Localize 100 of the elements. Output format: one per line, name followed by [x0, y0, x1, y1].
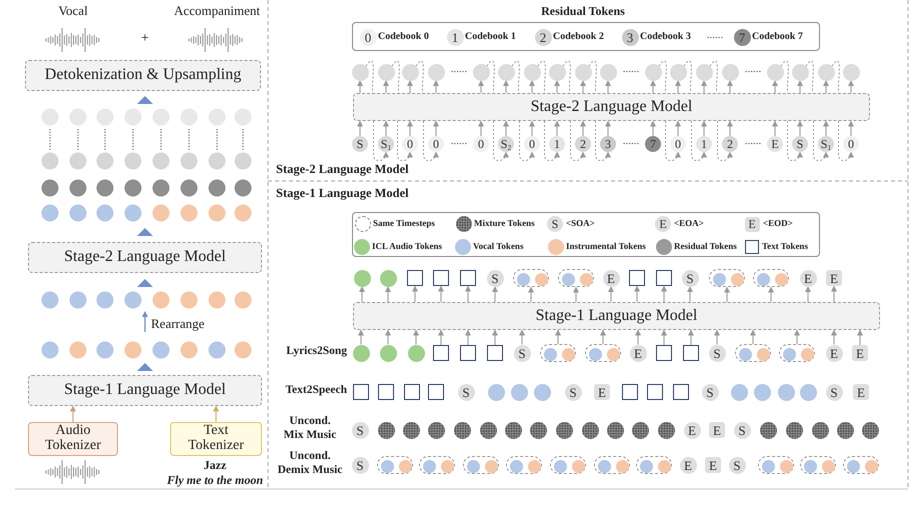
mixture-token [632, 422, 648, 438]
instrumental-token [780, 460, 792, 472]
arrow [357, 80, 363, 94]
text-token [353, 384, 369, 400]
text-token [629, 270, 645, 286]
mixture-token [378, 422, 394, 438]
dotted-arrow [595, 120, 610, 162]
arrow [687, 286, 693, 302]
mixture-token [428, 422, 444, 438]
model-box: Stage-2 Language Model [353, 93, 870, 121]
same-timestep-capsule [377, 456, 413, 474]
arrow [519, 330, 525, 345]
legend-text: ICL Audio Tokens [372, 242, 442, 252]
residual-token [842, 64, 860, 80]
dotted-arrow [423, 120, 438, 162]
vocal-token [510, 384, 528, 400]
dotted-arrow [493, 120, 508, 162]
mixture-token [658, 422, 674, 438]
vocal-token [762, 460, 774, 472]
vocal-token [534, 384, 550, 400]
arrow [688, 330, 694, 346]
mixture-token [504, 422, 522, 438]
mixture-token [836, 422, 854, 438]
start-token: S [514, 344, 530, 362]
instrumental-token [528, 460, 540, 472]
start-token: S [682, 270, 698, 286]
residual-token [524, 64, 540, 80]
mixture-token [606, 422, 624, 438]
arrow [357, 120, 363, 136]
end-token: E [594, 384, 610, 400]
residual-token [722, 64, 738, 80]
residual-token: 0 [670, 136, 686, 152]
arrow [768, 286, 774, 302]
residual-token: 0 [473, 136, 489, 152]
text-token [404, 384, 420, 400]
same-timestep-capsule [636, 456, 672, 474]
arrow [438, 286, 444, 302]
arrow [794, 330, 800, 344]
arrow [213, 406, 219, 422]
legend-text: Vocal Tokens [473, 242, 524, 252]
same-timestep-capsule [513, 269, 549, 287]
residual-token [498, 64, 514, 80]
arrow [433, 80, 439, 94]
track-label: Accompaniment [173, 3, 261, 19]
task-label: Uncond. Mix Music [282, 415, 338, 443]
dotted-arrow [397, 120, 412, 162]
instrumental-token [730, 272, 744, 286]
vocal-token [562, 272, 574, 286]
start-token: S [352, 422, 368, 438]
arrow [608, 286, 614, 302]
residual-token: 0 [843, 136, 859, 152]
vocal-token [422, 460, 436, 472]
legend-text: Codebook 7 [752, 32, 803, 42]
arrow [848, 80, 854, 94]
task-label: Text2Speech [284, 384, 347, 398]
arrow [580, 80, 586, 94]
text-token [433, 270, 449, 286]
arrow [831, 330, 837, 345]
arrow [635, 330, 641, 345]
arrow [675, 120, 681, 136]
vocal-token [516, 272, 530, 286]
arrow [701, 120, 707, 136]
arrow [714, 330, 720, 345]
legend-text: Residual Tokens [674, 242, 737, 252]
arrow [857, 330, 863, 346]
residual-token [792, 64, 808, 80]
section-title: Stage-2 Language Model [276, 162, 410, 177]
ellipsis: ...... [622, 135, 640, 148]
start-token: S [702, 384, 718, 400]
vocal-token [804, 460, 816, 472]
legend-text: <SOA> [566, 219, 595, 228]
text-token [647, 384, 663, 400]
dotted-arrow [570, 120, 586, 162]
instrumental-token [658, 460, 670, 472]
arrow [661, 330, 667, 346]
legend-text: Codebook 0 [378, 32, 429, 42]
ellipsis: ...... [744, 63, 762, 76]
arrow [724, 286, 730, 302]
residual-token: 7 [645, 136, 661, 152]
arrow [478, 80, 484, 94]
vocal-token [738, 348, 752, 360]
same-timestep-capsule [550, 456, 586, 474]
mixture-token [454, 422, 470, 438]
legend-text: Same Timesteps [373, 219, 435, 228]
arrow [413, 330, 419, 345]
text-token [487, 345, 503, 361]
legend-text: Codebook 2 [553, 32, 604, 42]
mixture-token [530, 422, 546, 438]
vocal-token [588, 348, 602, 360]
arrow [554, 80, 560, 94]
residual-token [472, 64, 490, 80]
vocal-token [554, 460, 566, 472]
arrow [554, 120, 560, 136]
section-title: Stage-1 Language Model [276, 186, 410, 201]
arrow [750, 330, 756, 344]
arrow [528, 286, 534, 302]
residual-token: S$_{2}$ [498, 136, 514, 152]
arrow [492, 286, 498, 302]
start-token: S [826, 384, 842, 400]
mixture-token [556, 422, 572, 438]
